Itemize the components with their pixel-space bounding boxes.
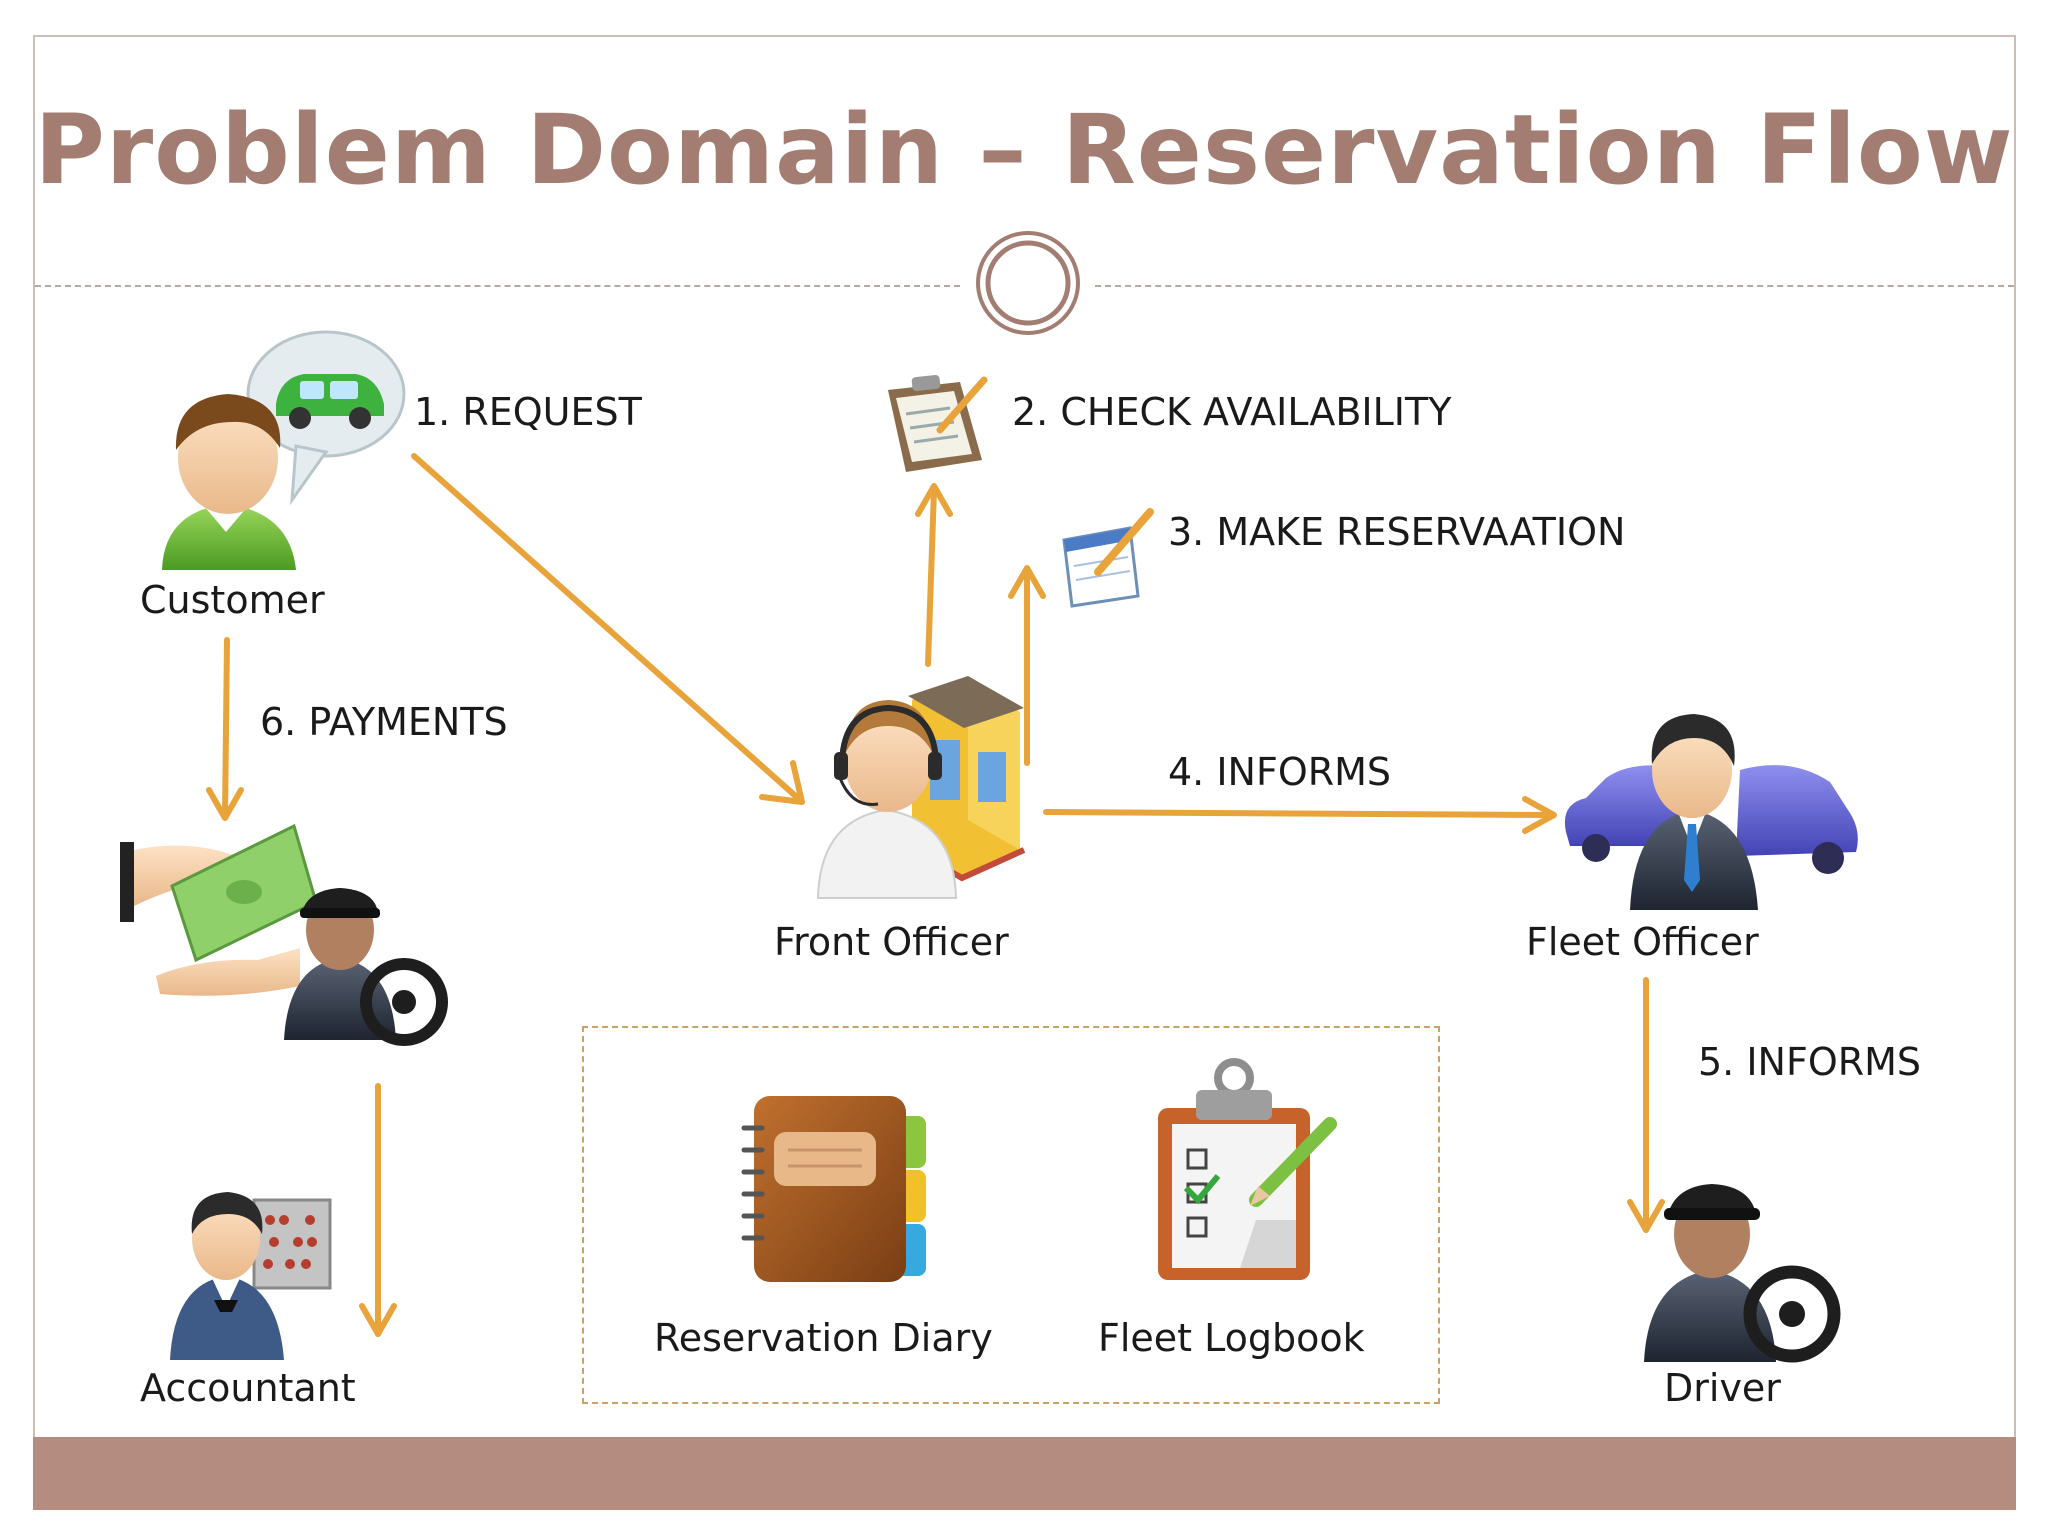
footer-bar	[33, 1437, 2016, 1510]
arrow-check	[925, 487, 937, 667]
driver-wheel-icon	[1644, 1184, 1841, 1363]
step-inform-fleet-label: 4. INFORMS	[1168, 750, 1392, 794]
legend-logbook-label: Fleet Logbook	[1098, 1316, 1365, 1360]
legend-box	[582, 1026, 1440, 1404]
divider-right	[1095, 285, 2014, 287]
arrow-request	[411, 453, 803, 803]
driver-wheel-icon	[284, 888, 448, 1046]
payment-hands-icon	[120, 823, 318, 996]
arrow-reserve-head	[1008, 565, 1046, 599]
step-payments-label: 6. PAYMENTS	[260, 700, 508, 744]
customer-icon	[162, 394, 296, 570]
arrow-request-head	[759, 760, 805, 805]
arrow-payments-head	[206, 787, 244, 821]
accountant-abacus-icon	[170, 1192, 332, 1360]
arrow-inform-driver-head	[1627, 1199, 1665, 1233]
arrow-payments	[222, 637, 230, 819]
actor-driver-label: Driver	[1664, 1366, 1781, 1410]
arrow-inform-fleet	[1043, 809, 1555, 818]
step-reserve-label: 3. MAKE RESERVAATION	[1168, 510, 1626, 554]
arrow-to-accountant-head	[359, 1303, 397, 1337]
step-request-label: 1. REQUEST	[414, 390, 642, 434]
divider-left	[35, 285, 960, 287]
divider-ring-icon	[976, 231, 1080, 335]
front-officer-icon	[816, 676, 1026, 899]
actor-front-officer-label: Front Officer	[774, 920, 1009, 964]
fleet-officer-cars-icon	[1564, 714, 1858, 910]
notepad-pencil-icon	[1062, 508, 1154, 608]
actor-accountant-label: Accountant	[140, 1366, 356, 1410]
actor-customer-label: Customer	[140, 578, 325, 622]
car-speech-bubble-icon	[246, 330, 406, 506]
checklist-clipboard-icon	[1158, 1058, 1337, 1280]
step-check-label: 2. CHECK AVAILABILITY	[1012, 390, 1452, 434]
legend-diary-label: Reservation Diary	[654, 1316, 993, 1360]
step-inform-driver-label: 5. INFORMS	[1698, 1040, 1922, 1084]
clipboard-icon	[888, 374, 988, 472]
arrow-inform-fleet-head	[1522, 796, 1557, 834]
diary-book-icon	[741, 1096, 926, 1282]
actor-fleet-officer-label: Fleet Officer	[1526, 920, 1759, 964]
page-title: Problem Domain – Reservation Flow	[34, 94, 2014, 206]
arrow-check-head	[915, 483, 953, 517]
